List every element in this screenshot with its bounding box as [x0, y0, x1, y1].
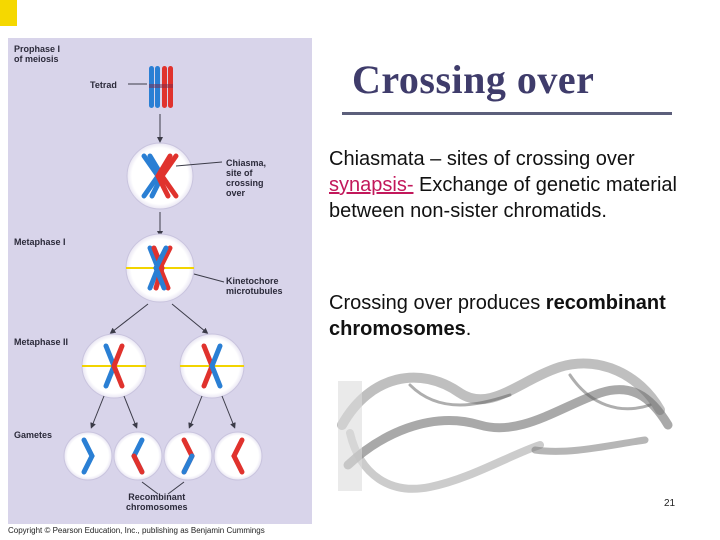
label-tetrad: Tetrad — [90, 80, 117, 90]
recombinant-term: recombinant chromosomes — [329, 292, 666, 340]
meiosis-diagram — [63, 66, 263, 495]
figure-copyright: Copyright © Pearson Education, Inc., pub… — [8, 526, 265, 535]
slide-title: Crossing over — [352, 57, 595, 102]
tetrad-chromosomes — [149, 66, 173, 108]
label-chiasma: Chiasma, site of crossing over — [226, 158, 267, 198]
label-prophase: Prophase I of meiosis — [14, 44, 61, 64]
label-gametes: Gametes — [14, 430, 53, 440]
label-kinetochore: Kinetochore microtubules — [226, 276, 283, 296]
page-number: 21 — [664, 498, 676, 509]
label-recombinant: Recombinant chromosomes — [126, 492, 188, 512]
synapsis-definition: Exchange of genetic material between non… — [329, 174, 677, 222]
recombinant-suffix: . — [465, 318, 472, 340]
gametes-row — [63, 431, 263, 481]
label-metaphase2: Metaphase II — [14, 337, 69, 347]
paragraph-recombinant: Crossing over produces recombinant chrom… — [329, 290, 714, 342]
paragraph-chiasmata: Chiasmata – sites of crossing over synap… — [329, 146, 714, 224]
corner-marker — [0, 0, 17, 26]
metaphase2-left-chromosomes — [103, 343, 125, 389]
metaphase2-right-chromosomes — [201, 343, 223, 389]
chiasmata-line: Chiasmata – sites of crossing over — [329, 148, 635, 170]
recombinant-prefix: Crossing over produces — [329, 292, 546, 314]
label-metaphase1: Metaphase I — [14, 237, 66, 247]
chiasma-chromosomes — [141, 153, 179, 199]
metaphase1-chromosomes — [147, 245, 173, 291]
title-underline — [342, 112, 672, 115]
chiasma-micrograph-image — [330, 355, 700, 520]
synapsis-term: synapsis- — [329, 174, 414, 196]
